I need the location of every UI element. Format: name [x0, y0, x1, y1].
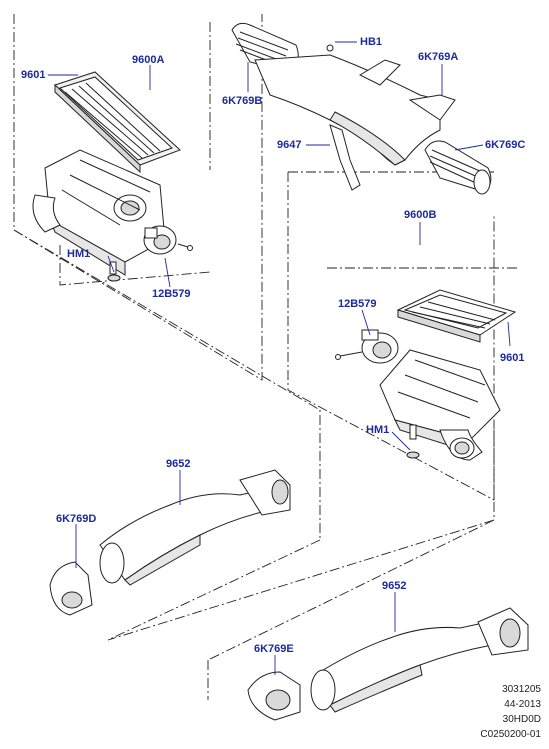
intake-duct-upper [231, 22, 492, 195]
callout-hm1-right: HM1 [366, 424, 390, 436]
callout-6k769b: 6K769B [222, 95, 263, 107]
callout-12b579-right: 12B579 [338, 298, 377, 310]
callout-6k769c: 6K769C [485, 139, 526, 151]
reference-code-1: 3031205 [502, 684, 541, 695]
callout-12b579-top: 12B579 [152, 288, 191, 300]
callout-6k769d: 6K769D [56, 513, 97, 525]
callout-hm1-top: HM1 [67, 248, 91, 260]
leader-lines [48, 41, 511, 675]
intake-hose-lower-a [49, 469, 291, 616]
intake-hose-lower-b [247, 607, 529, 721]
callout-6k769e: 6K769E [254, 643, 294, 655]
callout-9600a-airbox: 9600A [132, 54, 165, 66]
maf-sensor-right [335, 329, 399, 364]
air-filter-right [396, 289, 517, 343]
reference-code-4: C0250200-01 [480, 729, 541, 740]
callout-hb1: HB1 [360, 36, 383, 48]
airbox-assembly-right [379, 349, 501, 461]
maf-sensor-top [143, 225, 193, 255]
assembly-boundary-lines [13, 14, 520, 700]
callout-9601-top-filter: 9601 [21, 69, 46, 81]
callout-9652-upper-hose: 9652 [166, 458, 191, 470]
air-filter-top [54, 71, 181, 174]
callout-9652-lower-hose: 9652 [382, 580, 407, 592]
airbox-assembly-top [32, 149, 166, 282]
callout-9601-right-filter: 9601 [500, 352, 525, 364]
reference-code-2: 44-2013 [504, 699, 541, 710]
callout-6k769a: 6K769A [418, 51, 459, 63]
callout-9600b-airbox: 9600B [404, 209, 437, 221]
callout-9647: 9647 [277, 139, 302, 151]
reference-code-3: 30HD0D [502, 714, 541, 725]
